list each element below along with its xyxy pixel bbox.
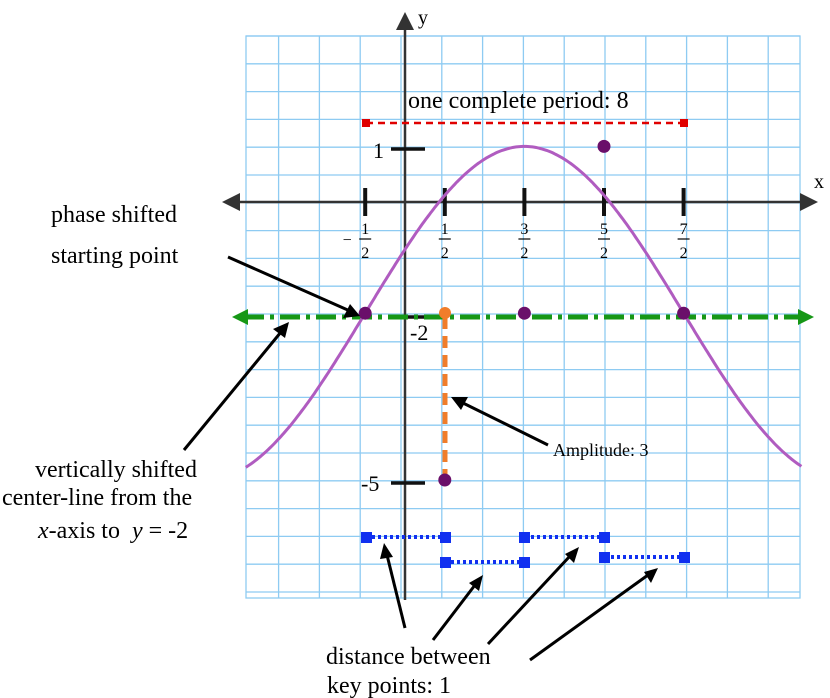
amplitude-arrow [462, 401, 549, 447]
distance-marker [519, 557, 530, 568]
period-label: one complete period: 8 [408, 88, 629, 114]
distance-arrowhead-2 [469, 575, 483, 591]
distance-marker [361, 532, 372, 543]
distance-arrow-4 [529, 573, 649, 662]
x-axis-arrow-left [222, 193, 240, 211]
center-label-line1: vertically shifted [35, 457, 197, 483]
y-axis-arrow-up [396, 12, 414, 30]
center-label-line2: center-line from the [2, 485, 192, 511]
amplitude-label: Amplitude: 3 [553, 440, 649, 460]
period-line [362, 119, 688, 127]
x-tick-sign: − [343, 232, 352, 249]
y-tick-label-neg5: -5 [361, 471, 379, 496]
distance-markers [361, 532, 690, 568]
distance-label-line2: key points: 1 [327, 673, 451, 698]
key-point [438, 473, 452, 487]
key-point [517, 306, 531, 320]
key-point [677, 306, 691, 320]
x-tick-marks [363, 188, 686, 216]
center-arrow [182, 331, 283, 451]
x-tick-numerator: 5 [600, 221, 608, 238]
center-value-label: -2 [410, 320, 428, 345]
distance-arrowhead-1 [380, 543, 393, 559]
distance-marker [599, 532, 610, 543]
x-tick-denominator: 2 [520, 245, 528, 262]
y-tick-label-1: 1 [373, 138, 384, 163]
distance-arrow-3 [486, 554, 572, 646]
x-tick-numerator: 1 [441, 221, 449, 238]
distance-arrow-2 [431, 584, 477, 641]
amplitude-arrowhead [451, 397, 468, 410]
phase-label-line1: phase shifted [51, 202, 177, 228]
annotation-arrows [182, 255, 658, 662]
x-tick-numerator: 7 [680, 221, 688, 238]
distance-marker [440, 557, 451, 568]
phase-arrowhead [343, 304, 360, 318]
sinusoid-curve [245, 144, 803, 469]
amplitude-line [439, 307, 451, 483]
distance-label-line1: distance between [326, 644, 491, 670]
distance-marker [599, 552, 610, 563]
distance-marker [679, 552, 690, 563]
x-tick-denominator: 2 [441, 245, 449, 262]
key-points [358, 139, 691, 487]
distance-marker [519, 532, 530, 543]
y-axis-label: y [418, 7, 428, 29]
center-line-arrow-right [798, 309, 814, 325]
phase-arrow [227, 255, 351, 313]
x-axis [222, 193, 818, 211]
center-arrowhead [273, 322, 289, 338]
x-tick-denominator: 2 [361, 245, 369, 262]
x-axis-label: x [814, 171, 824, 193]
distance-arrowhead-3 [565, 547, 579, 563]
x-tick-denominator: 2 [600, 245, 608, 262]
x-tick-numerator: 3 [520, 221, 528, 238]
distance-arrow-1 [385, 554, 407, 629]
x-tick-denominator: 2 [680, 245, 688, 262]
x-tick-numerator: 1 [361, 221, 369, 238]
distance-marker [440, 532, 451, 543]
period-end-marker [680, 119, 688, 127]
distance-arrowhead-4 [644, 568, 658, 583]
amplitude-top-dot [439, 307, 451, 319]
key-point [358, 306, 372, 320]
key-point [597, 139, 611, 153]
period-start-marker [362, 119, 370, 127]
center-line-arrow-left [232, 309, 248, 325]
x-axis-arrow-right [800, 193, 818, 211]
phase-label-line2: starting point [51, 243, 179, 269]
